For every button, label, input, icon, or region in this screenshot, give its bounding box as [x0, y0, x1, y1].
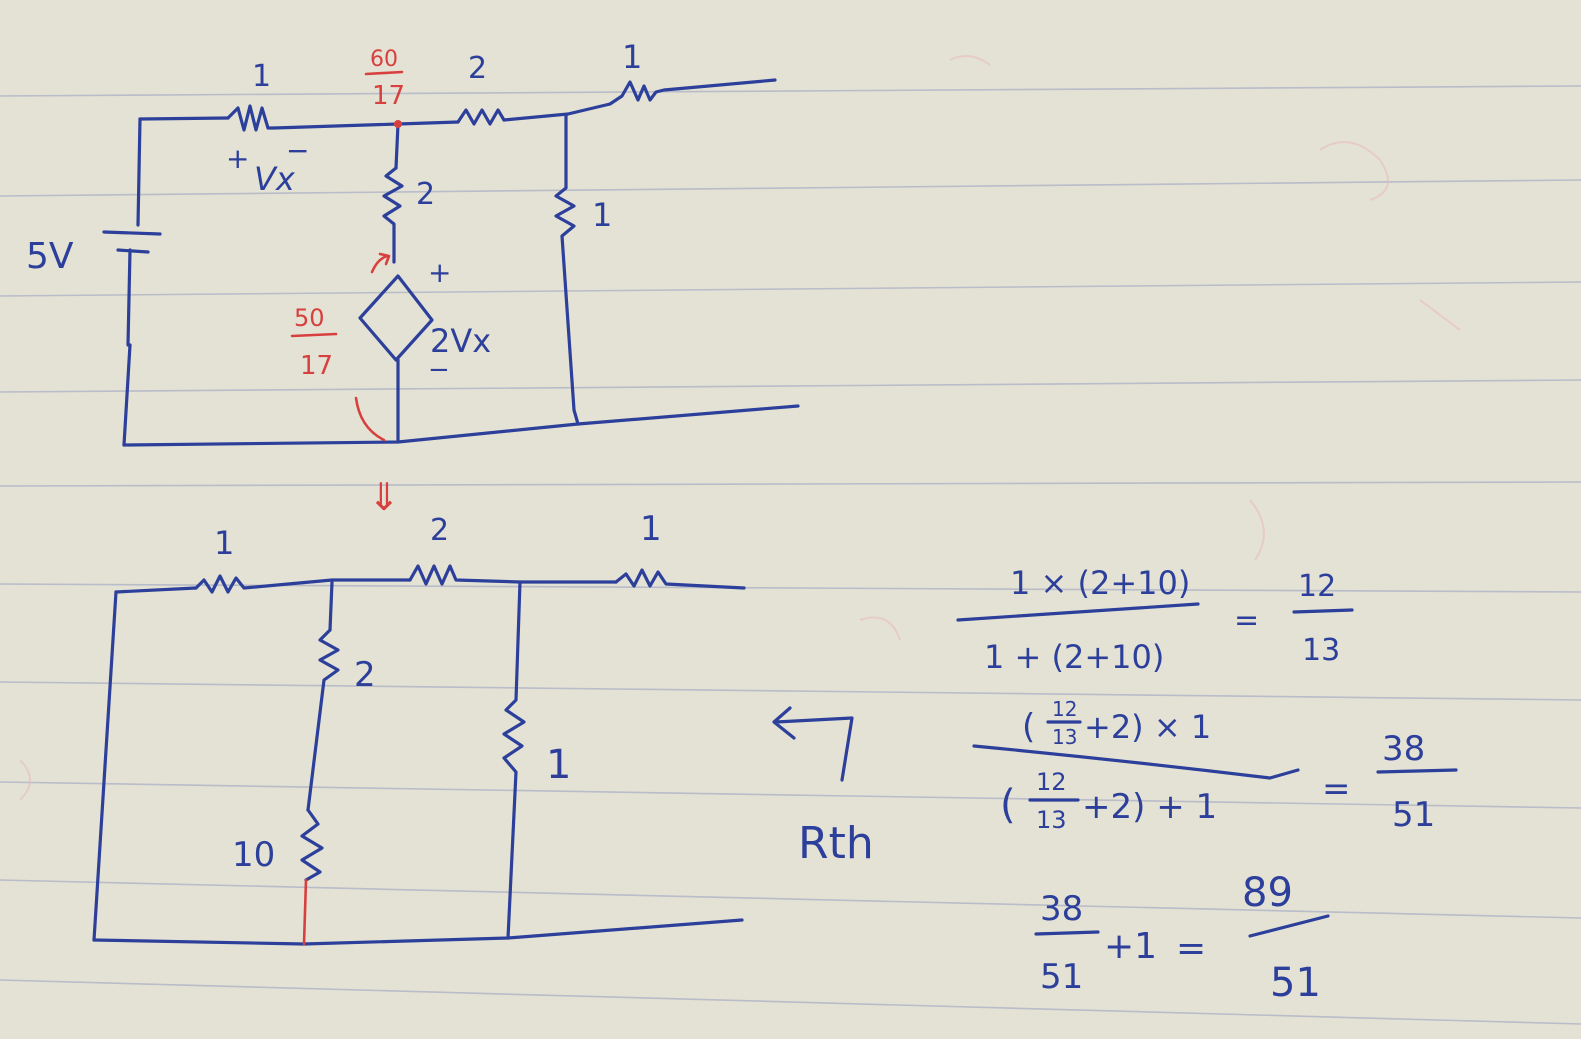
rth-arrow: [772, 706, 854, 782]
calc3-frac-num: 38: [1040, 889, 1083, 929]
top-resistor-out: [608, 78, 777, 106]
bottom-red-wire: [302, 878, 308, 946]
bottom-bottom-wire: [92, 918, 744, 946]
top-wire-right: [502, 102, 612, 122]
node-voltage-den: 17: [372, 81, 405, 111]
branch-wire-upper: [394, 122, 400, 170]
bottom-resistor-10: [300, 808, 324, 882]
calc2-den-frac-num: 12: [1036, 768, 1067, 796]
calc2-bar: [972, 744, 1300, 780]
calc-line-2: ( 12 13 +2) × 1 ( 12 13 +2) + 1 = 38 51: [972, 697, 1458, 835]
calc3-equals: =: [1176, 928, 1206, 969]
bottom-left-vertical: [92, 590, 118, 942]
top-left-wire: [138, 116, 230, 121]
calc3-result-num: 89: [1242, 870, 1293, 916]
calc1-numerator: 1 × (2+10): [1010, 564, 1190, 602]
node-voltage-bar: [364, 70, 404, 76]
bottom-r-branch-label: 2: [354, 655, 376, 695]
calc1-result-den: 13: [1302, 633, 1340, 668]
calc1-result-bar: [1292, 608, 1354, 614]
calc1-bar: [956, 602, 1200, 622]
top-bottom-wire: [122, 404, 800, 447]
battery-plate-short: [116, 248, 150, 254]
calc2-den-frac-den: 13: [1036, 806, 1067, 834]
calc3-plus-one: +1: [1104, 926, 1157, 967]
bottom-top-wire-left: [114, 586, 198, 594]
calc2-result-num: 38: [1382, 729, 1425, 769]
dep-minus: −: [428, 355, 450, 385]
r-branch-label: 2: [416, 177, 435, 212]
vx-plus: +: [226, 142, 249, 175]
dep-plus: +: [428, 256, 451, 289]
node-voltage-fraction: 60 17: [364, 47, 405, 111]
top-resistor-2: [456, 108, 506, 126]
dep-current-den: 17: [300, 351, 333, 381]
calc1-denominator: 1 + (2+10): [984, 638, 1164, 676]
r-series-label: 1: [252, 59, 271, 94]
node-dot: [394, 120, 402, 128]
r-out-label: 1: [622, 38, 642, 76]
calc-line-3: 38 51 +1 = 89 51: [1034, 870, 1330, 1006]
battery-plate-long: [102, 230, 162, 236]
bottom-shunt-resistor-1: [502, 580, 526, 940]
calc2-num-open: (: [1022, 707, 1035, 747]
calc1-equals: =: [1234, 603, 1259, 638]
bottom-r-right-label: 1: [640, 509, 662, 549]
source-label: 5V: [26, 236, 74, 277]
r-shunt-label: 1: [592, 196, 612, 234]
calc2-num-frac-den: 13: [1052, 725, 1077, 749]
calc3-frac-bar: [1034, 930, 1100, 936]
bottom-r-shunt-label: 1: [546, 742, 571, 788]
top-left-vertical: [122, 117, 142, 447]
node-voltage-num: 60: [370, 47, 398, 72]
bottom-resistor-left: [194, 574, 412, 594]
vx-minus: −: [286, 134, 309, 167]
calc3-result-den: 51: [1270, 960, 1321, 1006]
current-arrow-curve: [354, 396, 386, 442]
calc2-equals: =: [1322, 769, 1351, 809]
top-wire-node: [272, 120, 460, 130]
dep-current-num: 50: [294, 304, 325, 332]
bottom-resistor-mid: [408, 564, 618, 586]
bottom-r-eq-label: 10: [232, 835, 275, 875]
calc3-frac-den: 51: [1040, 957, 1083, 997]
bottom-r-left-label: 1: [214, 524, 234, 562]
bottom-branch-resistor-2: [306, 628, 340, 812]
calc-line-1: 1 × (2+10) 1 + (2+10) = 12 13: [956, 564, 1354, 676]
dep-current-bar: [290, 332, 338, 338]
calc2-den-open: (: [1000, 782, 1016, 828]
calc2-num-frac-num: 12: [1052, 697, 1077, 721]
calc3-result-bar: [1248, 914, 1330, 938]
transform-arrow: ⇓: [368, 475, 400, 519]
rth-label: Rth: [798, 818, 874, 869]
dep-label: 2Vx: [430, 322, 491, 360]
bottom-r-mid-label: 2: [430, 513, 449, 548]
bottom-branch-wire: [328, 580, 334, 632]
top-circuit: [102, 78, 800, 447]
show-through-marks: [19, 55, 1461, 801]
calc1-result-num: 12: [1298, 569, 1336, 604]
top-resistor-1: [226, 104, 276, 132]
bottom-resistor-right: [614, 568, 746, 590]
vx-label: Vx: [254, 160, 296, 198]
ruled-lines: [0, 85, 1581, 1025]
dependent-source-diamond: [358, 274, 434, 362]
shunt-resistor-1: [554, 114, 580, 426]
r-top-label: 2: [468, 51, 487, 86]
calc2-result-bar: [1376, 768, 1458, 774]
calc2-den-rest: +2) + 1: [1082, 787, 1217, 827]
current-arrow-up: [370, 252, 391, 274]
branch-resistor-2: [382, 166, 404, 264]
bottom-circuit: [92, 564, 854, 946]
calc2-num-rest: +2) × 1: [1084, 708, 1211, 746]
calc2-result-den: 51: [1392, 795, 1435, 835]
dep-current-fraction: 50 17: [290, 304, 338, 381]
